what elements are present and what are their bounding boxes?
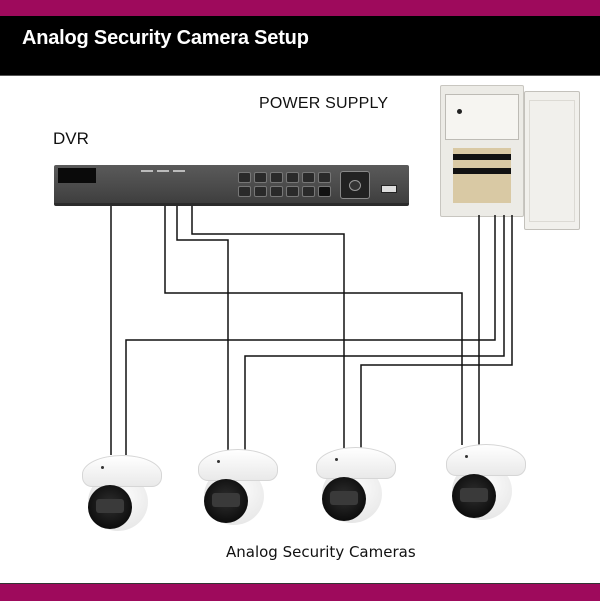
camera-dome-icon — [82, 455, 162, 487]
camera-lens-icon — [452, 474, 496, 518]
dvr-status-led — [157, 170, 169, 172]
camera-lens-icon — [88, 485, 132, 529]
cameras-label: Analog Security Cameras — [226, 543, 416, 561]
camera-4 — [446, 444, 526, 524]
camera-dome-icon — [446, 444, 526, 476]
header: Analog Security Camera Setup — [0, 16, 600, 76]
dvr-button — [286, 186, 299, 197]
dvr-button — [302, 186, 315, 197]
camera-lens-icon — [204, 479, 248, 523]
psu-mount-hole — [457, 109, 462, 114]
video-wire-camera-3 — [191, 206, 345, 448]
power-wire-camera-3 — [360, 215, 513, 448]
camera-sensor-dot — [217, 460, 220, 463]
dvr-button — [302, 172, 315, 183]
lens-window — [96, 499, 124, 513]
lens-window — [212, 493, 240, 507]
bottom-accent-bar — [0, 583, 600, 601]
dvr-button — [270, 186, 283, 197]
dvr-hdd-led — [173, 170, 185, 172]
camera-2 — [198, 449, 278, 529]
dvr-label: DVR — [53, 129, 89, 148]
power-supply-label: POWER SUPPLY — [259, 95, 389, 112]
video-wire-camera-2 — [176, 206, 229, 450]
camera-lens-icon — [322, 477, 366, 521]
page-title: Analog Security Camera Setup — [22, 27, 309, 49]
psu-terminal-strip — [453, 168, 511, 174]
camera-3 — [316, 447, 396, 527]
dvr-button — [254, 186, 267, 197]
camera-sensor-dot — [101, 466, 104, 469]
dvr-direction-pad-icon — [340, 171, 370, 199]
dvr-button — [238, 186, 251, 197]
camera-sensor-dot — [335, 458, 338, 461]
power-supply-box — [440, 85, 524, 217]
dvr-unit — [54, 165, 409, 206]
dvr-display — [58, 168, 96, 183]
video-wire-camera-4 — [164, 206, 463, 445]
dvr-button — [270, 172, 283, 183]
camera-1 — [82, 455, 162, 535]
lens-window — [330, 491, 358, 505]
dvr-power-led — [141, 170, 153, 172]
psu-terminal-strip — [453, 154, 511, 160]
psu-terminal-board — [453, 148, 511, 203]
camera-sensor-dot — [465, 455, 468, 458]
dvr-button — [318, 172, 331, 183]
psu-transformer — [445, 94, 519, 140]
power-supply-door — [524, 91, 580, 230]
camera-dome-icon — [316, 447, 396, 479]
power-wire-camera-1 — [125, 215, 496, 455]
camera-dome-icon — [198, 449, 278, 481]
top-accent-bar — [0, 0, 600, 16]
dvr-button — [238, 172, 251, 183]
dvr-button — [286, 172, 299, 183]
power-wire-camera-2 — [244, 215, 505, 450]
dvr-button — [254, 172, 267, 183]
lens-window — [460, 488, 488, 502]
psu-door-panel — [529, 100, 575, 222]
dvr-enter-button — [349, 180, 361, 191]
usb-port-icon — [381, 185, 397, 193]
dvr-ir-window — [318, 186, 331, 197]
